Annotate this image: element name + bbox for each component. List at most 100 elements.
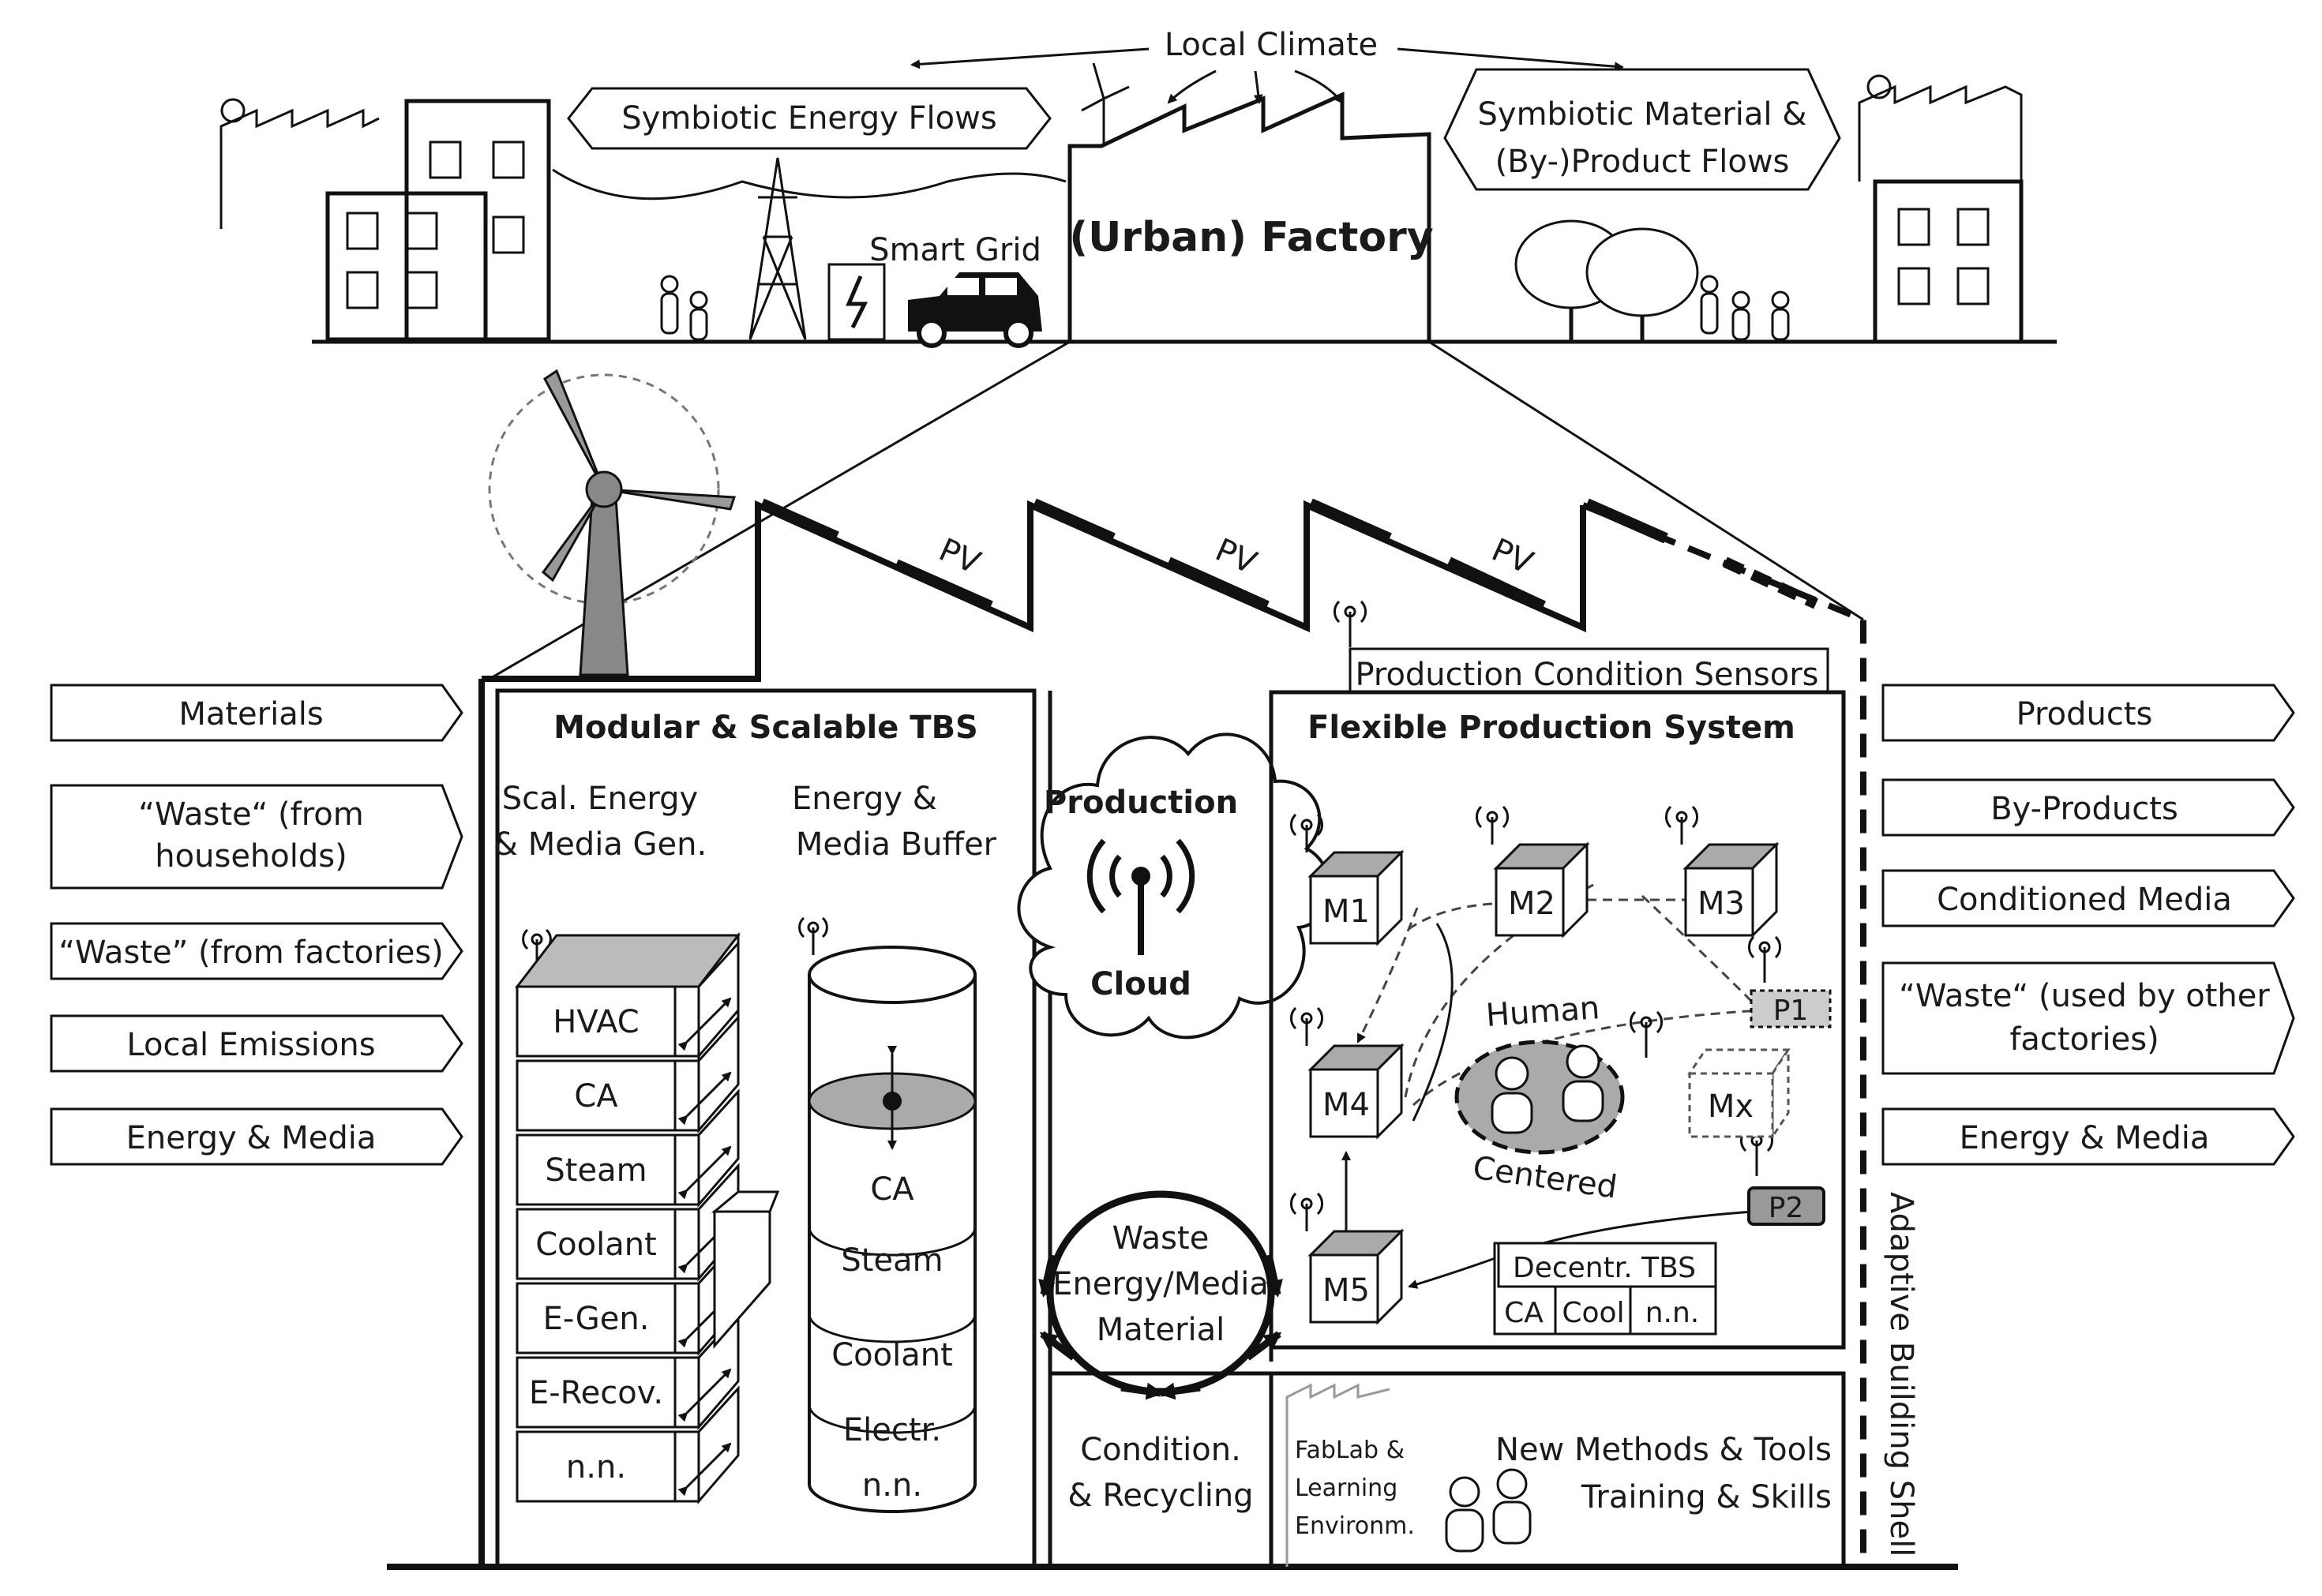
svg-text:Condition.: Condition.: [1080, 1432, 1241, 1468]
tbs-panel: Modular & Scalable TBS Scal. Energy & Me…: [493, 688, 1037, 1569]
waste-loop: Waste Energy/Media Material: [1038, 1190, 1283, 1400]
car-icon: [908, 272, 1042, 348]
output-energy-media: Energy & Media: [1881, 1107, 2295, 1166]
symbiotic-energy-label: Symbiotic Energy Flows: [621, 100, 996, 137]
output-products: Products: [1881, 684, 2295, 742]
svg-text:Material: Material: [1097, 1312, 1225, 1348]
svg-text:P1: P1: [1773, 995, 1809, 1027]
svg-text:“Waste“ (used by other: “Waste“ (used by other: [1899, 978, 2270, 1014]
fablab-box: FabLab & Learning Environm. New Methods …: [1269, 1371, 1846, 1569]
svg-text:New Methods & Tools: New Methods & Tools: [1495, 1432, 1832, 1468]
charging-station-icon: [827, 263, 886, 341]
svg-text:& Media Gen.: & Media Gen.: [493, 826, 707, 863]
svg-text:M2: M2: [1508, 886, 1555, 922]
svg-text:Media Buffer: Media Buffer: [796, 826, 997, 863]
svg-text:Environm.: Environm.: [1295, 1512, 1415, 1540]
zoom-line-right: [1428, 340, 1864, 621]
svg-text:factories): factories): [2009, 1021, 2159, 1058]
machine-m5: M5: [1290, 1192, 1405, 1325]
svg-text:Mx: Mx: [1708, 1088, 1754, 1125]
antenna-icon: [1748, 935, 1781, 983]
local-climate-label: Local Climate: [1165, 27, 1378, 63]
svg-text:Scal. Energy: Scal. Energy: [502, 781, 698, 817]
pv-label-1: PV: [933, 532, 985, 582]
cylinder-section-label: n.n.: [862, 1467, 922, 1504]
sensors-label: Production Condition Sensors: [1355, 657, 1818, 693]
antenna-icon-sensors: [1334, 600, 1367, 647]
svg-text:Materials: Materials: [178, 696, 323, 732]
machine-mx: Mx: [1687, 1046, 1791, 1141]
center-column: Production Cloud Waste Energy/Media Mate…: [1017, 691, 1332, 1569]
machine-m1: M1: [1290, 813, 1405, 946]
machine-m2: M2: [1476, 805, 1590, 938]
svg-text:Centered: Centered: [1471, 1150, 1619, 1206]
stack-module: CA: [516, 1014, 740, 1134]
svg-text:By-Products: By-Products: [1990, 791, 2178, 827]
svg-text:“Waste“ (from: “Waste“ (from: [138, 796, 364, 833]
machine-m4: M4: [1290, 1006, 1405, 1140]
wind-icon-small: [220, 98, 246, 123]
symbiotic-energy-flows-arrow: Symbiotic Energy Flows: [567, 87, 1052, 150]
production-cloud: Production Cloud: [1017, 732, 1332, 1040]
svg-text:Energy & Media: Energy & Media: [126, 1120, 377, 1156]
svg-text:Cloud: Cloud: [1090, 966, 1191, 1002]
sensors-box: [1349, 647, 1829, 694]
people-icon-fablab: [1445, 1468, 1532, 1553]
local-climate-arrows: [910, 47, 1624, 104]
power-line: [552, 168, 1067, 200]
output-waste-other: “Waste“ (used by other factories): [1881, 961, 2295, 1075]
stack-module-label: n.n.: [566, 1449, 626, 1485]
urban-factory-label: (Urban) Factory: [1069, 214, 1433, 261]
smart-grid-label: Smart Grid: [869, 232, 1041, 268]
svg-text:Energy/Media: Energy/Media: [1052, 1266, 1269, 1302]
sensor-p2: P2: [1747, 1186, 1825, 1226]
symbiotic-material-label-2: (By-)Product Flows: [1495, 144, 1790, 180]
output-arrows: Products By-Products Conditioned Media “…: [1881, 684, 2295, 1166]
output-conditioned-media: Conditioned Media: [1881, 869, 2295, 927]
people-icon-human-centered: [1491, 1044, 1604, 1134]
stack-module: Steam: [516, 1088, 740, 1208]
svg-text:n.n.: n.n.: [1645, 1297, 1700, 1329]
urban-factory-building: (Urban) Factory: [1067, 92, 1434, 342]
svg-text:“Waste” (from factories): “Waste” (from factories): [58, 935, 444, 971]
left-office-buildings: [325, 99, 551, 342]
stack-module: Coolant: [516, 1163, 740, 1283]
people-icon-left: [660, 275, 708, 341]
output-by-products: By-Products: [1881, 778, 2295, 837]
stack-module-label: HVAC: [553, 1004, 639, 1040]
svg-text:Production: Production: [1044, 785, 1238, 821]
people-icon-right: [1700, 275, 1790, 341]
right-industrial-building: [1858, 74, 2024, 344]
wind-turbine-small-icon: [1081, 62, 1130, 146]
svg-text:M4: M4: [1322, 1087, 1370, 1123]
pv-label-2: PV: [1210, 532, 1262, 582]
cylinder-section-label: Coolant: [831, 1337, 953, 1373]
stack-module-label: E-Recov.: [529, 1375, 663, 1411]
svg-text:Human: Human: [1485, 990, 1601, 1034]
city-strip: Symbiotic Energy Flows Smart Grid: [219, 27, 2057, 680]
svg-text:Cool: Cool: [1562, 1297, 1624, 1329]
cylinder-section-label: CA: [870, 1171, 914, 1208]
decentralized-tbs: Decentr. TBS CA Cool n.n.: [1493, 1242, 1717, 1336]
human-centered: Human Centered: [1454, 990, 1625, 1206]
svg-text:households): households): [155, 838, 347, 875]
adaptive-shell-label: Adaptive Building Shell: [1883, 1192, 1919, 1557]
svg-text:Decentr. TBS: Decentr. TBS: [1513, 1252, 1696, 1284]
svg-text:Products: Products: [2016, 696, 2153, 732]
antenna-icon: [1740, 1129, 1773, 1176]
svg-text:Training & Skills: Training & Skills: [1581, 1479, 1832, 1515]
stack-module-label: CA: [574, 1078, 618, 1115]
stack-extension: [711, 1190, 780, 1349]
svg-text:FabLab &: FabLab &: [1295, 1437, 1405, 1464]
svg-text:P2: P2: [1769, 1192, 1804, 1224]
input-local-emissions: Local Emissions: [50, 1014, 463, 1073]
input-materials: Materials: [50, 684, 463, 742]
input-waste-households: “Waste“ (from households): [50, 784, 463, 890]
svg-text:& Recycling: & Recycling: [1067, 1478, 1253, 1514]
cylinder-section-label: Steam: [841, 1242, 943, 1279]
svg-text:CA: CA: [1504, 1297, 1544, 1329]
